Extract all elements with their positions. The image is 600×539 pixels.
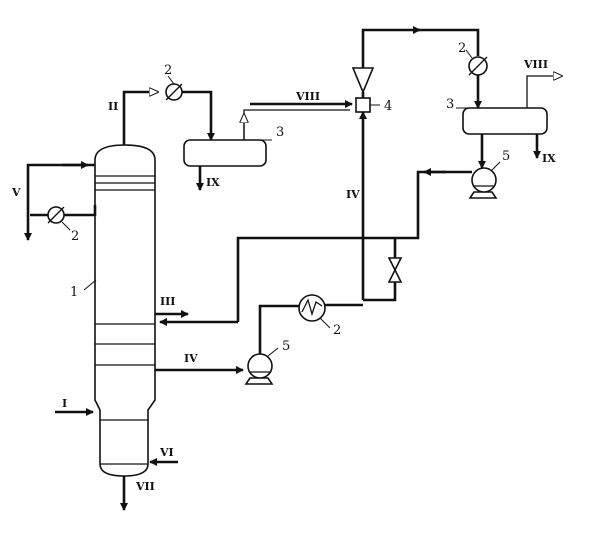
control-valve xyxy=(387,257,403,283)
separator-left xyxy=(183,139,267,167)
cooler-reflux xyxy=(47,206,65,224)
ejector-label: 4 xyxy=(384,99,392,114)
gas-left-label: VIII xyxy=(295,90,320,103)
bottom-product-label: VII xyxy=(135,480,155,493)
pump-bottom xyxy=(244,353,274,385)
pump-right-label: 5 xyxy=(502,149,510,164)
gas-right-label: VIII xyxy=(523,58,548,71)
cooler-ejector-label: 2 xyxy=(458,41,466,56)
distillation-column xyxy=(94,144,156,477)
column-label: 1 xyxy=(70,285,78,300)
cooler-ejector xyxy=(468,56,488,76)
cooler-reflux-label: 2 xyxy=(71,229,79,244)
ejector-nozzle xyxy=(351,67,375,95)
reflux-out-label: V xyxy=(11,186,21,199)
liquid-right-label: IX xyxy=(542,152,556,165)
pump-bottom-label: 5 xyxy=(282,339,290,354)
cooler-top-left-label: 2 xyxy=(164,63,172,78)
vertical-line-label: IV xyxy=(346,188,360,201)
heat-exchanger-label: 2 xyxy=(333,323,341,338)
feed-label: I xyxy=(62,397,67,410)
separator-left-label: 3 xyxy=(276,125,284,140)
column-overhead-label: II xyxy=(108,100,118,113)
separator-right xyxy=(462,107,548,135)
liquid-left-label: IX xyxy=(206,176,220,189)
heat-exchanger xyxy=(298,294,326,322)
separator-right-label: 3 xyxy=(446,97,454,112)
ejector xyxy=(355,97,371,113)
cooler-top-left xyxy=(165,83,183,101)
side-draw-lower-label: IV xyxy=(184,352,198,365)
side-draw-upper-label: III xyxy=(160,295,175,308)
bottom-inlet-label: VI xyxy=(159,446,174,459)
pump-right xyxy=(468,167,498,199)
